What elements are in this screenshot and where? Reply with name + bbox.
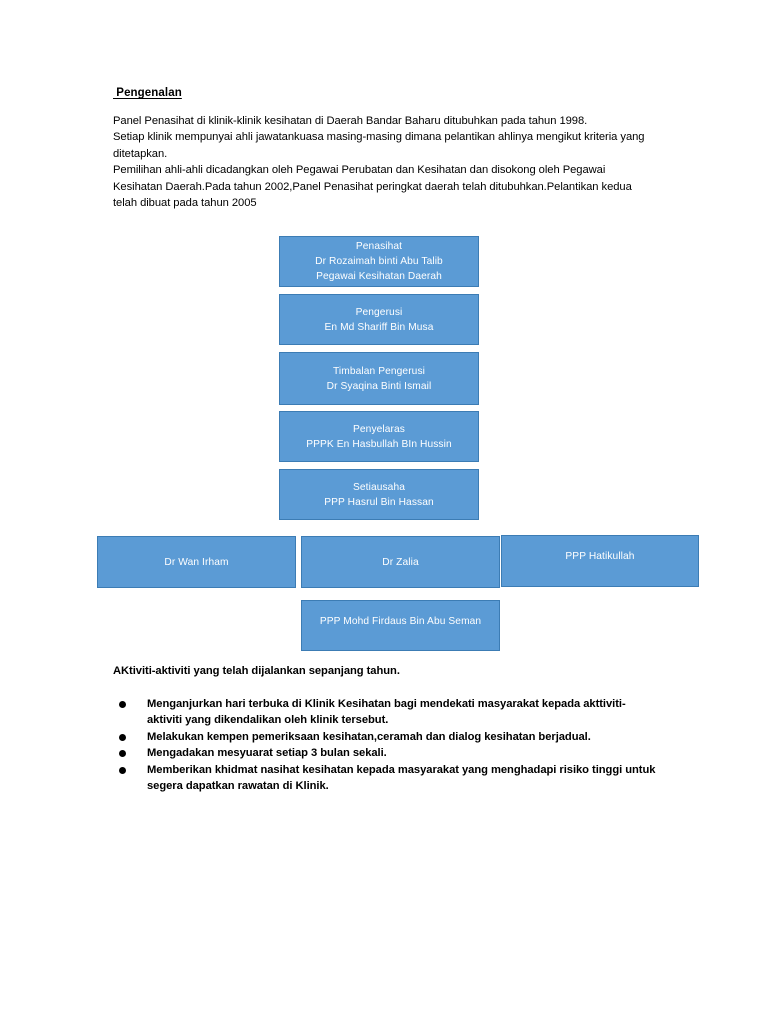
list-item-text: Memberikan khidmat nasihat kesihatan kep… bbox=[147, 763, 656, 793]
org-node-timbalan-pengerusi[interactable]: Timbalan Pengerusi Dr Syaqina Binti Isma… bbox=[279, 352, 479, 405]
org-node-dr-zalia[interactable]: Dr Zalia bbox=[301, 536, 500, 588]
intro-text-block: Panel Penasihat di klinik-klinik kesihat… bbox=[113, 113, 653, 211]
org-node-pengerusi[interactable]: Pengerusi En Md Shariff Bin Musa bbox=[279, 294, 479, 345]
org-node-name: Dr Rozaimah binti Abu Talib bbox=[315, 256, 443, 267]
list-item: Menganjurkan hari terbuka di Klinik Kesi… bbox=[113, 696, 658, 729]
org-node-name: Dr Wan Irham bbox=[164, 556, 229, 568]
bullet-icon bbox=[119, 750, 126, 758]
list-item-text: Mengadakan mesyuarat setiap 3 bulan seka… bbox=[147, 747, 387, 760]
bullet-icon bbox=[119, 701, 126, 708]
org-node-setiausaha[interactable]: Setiausaha PPP Hasrul Bin Hassan bbox=[279, 469, 479, 520]
list-item: Melakukan kempen pemeriksaan kesihatan,c… bbox=[113, 729, 658, 745]
section-heading-pengenalan: Pengenalan bbox=[113, 87, 182, 99]
bullet-icon bbox=[119, 766, 126, 774]
org-node-title: Pengerusi bbox=[355, 306, 403, 318]
org-node-name: PPPK En Hasbullah BIn Hussin bbox=[306, 438, 452, 450]
org-node-ppp-mohd-firdaus[interactable]: PPP Mohd Firdaus Bin Abu Seman bbox=[301, 600, 500, 651]
list-item-text: Melakukan kempen pemeriksaan kesihatan,c… bbox=[147, 730, 591, 743]
activities-heading: AKtiviti-aktiviti yang telah dijalankan … bbox=[113, 665, 400, 677]
org-node-penyelaras[interactable]: Penyelaras PPPK En Hasbullah BIn Hussin bbox=[279, 411, 479, 462]
org-node-title: Penyelaras bbox=[353, 423, 405, 435]
list-item: Mengadakan mesyuarat setiap 3 bulan seka… bbox=[113, 745, 658, 761]
intro-paragraph-1: Panel Penasihat di klinik-klinik kesihat… bbox=[113, 115, 588, 127]
org-node-name: Dr Zalia bbox=[382, 556, 419, 568]
intro-paragraph-3: Pemilihan ahli-ahli dicadangkan oleh Peg… bbox=[113, 164, 632, 210]
list-item: Memberikan khidmat nasihat kesihatan kep… bbox=[113, 762, 658, 795]
org-node-penasihat[interactable]: Penasihat Dr Rozaimah binti Abu Talib Pe… bbox=[279, 236, 479, 287]
activities-list: Menganjurkan hari terbuka di Klinik Kesi… bbox=[113, 696, 658, 794]
list-item-text: Menganjurkan hari terbuka di Klinik Kesi… bbox=[147, 698, 626, 727]
org-node-name: PPP Hatikullah bbox=[565, 551, 635, 562]
org-node-role: Pegawai Kesihatan Daerah bbox=[316, 271, 442, 282]
bullet-icon bbox=[119, 733, 126, 741]
org-node-name: PPP Hasrul Bin Hassan bbox=[324, 496, 434, 508]
org-node-title: Timbalan Pengerusi bbox=[332, 365, 426, 377]
org-node-dr-wan-irham[interactable]: Dr Wan Irham bbox=[97, 536, 296, 588]
org-node-name: PPP Mohd Firdaus Bin Abu Seman bbox=[319, 616, 482, 627]
org-node-name: En Md Shariff Bin Musa bbox=[324, 321, 434, 333]
org-node-ppp-hatikullah[interactable]: PPP Hatikullah bbox=[501, 535, 699, 587]
org-node-name: Dr Syaqina Binti Ismail bbox=[326, 380, 432, 392]
org-node-title: Setiausaha bbox=[353, 481, 405, 493]
intro-paragraph-2: Setiap klinik mempunyai ahli jawatankuas… bbox=[113, 131, 645, 160]
org-node-title: Penasihat bbox=[355, 241, 403, 252]
